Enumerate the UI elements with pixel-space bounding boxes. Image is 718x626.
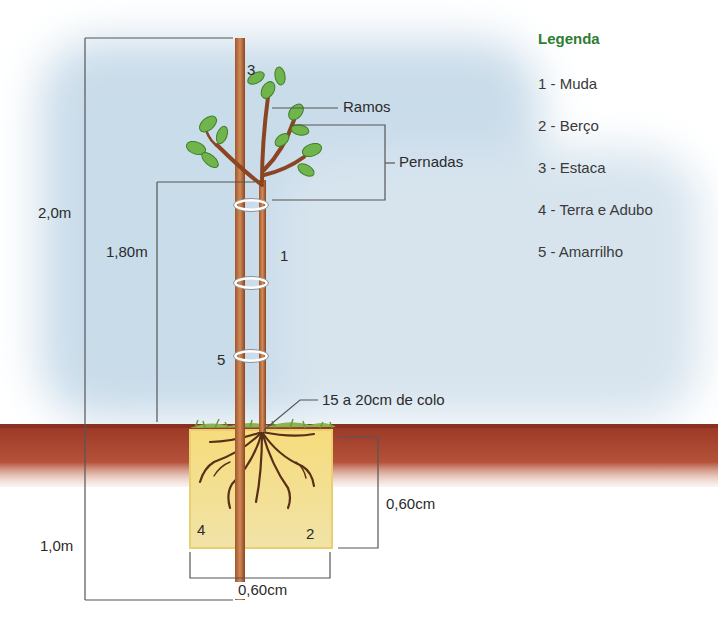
legend-entry: 5 - Amarrilho — [538, 244, 623, 261]
dimension-label: 0,60cm — [235, 582, 290, 599]
seedling-trunk — [259, 180, 266, 432]
part-label: Ramos — [343, 99, 391, 116]
tie-edges — [234, 199, 269, 363]
dimension-lines — [85, 38, 395, 600]
callout-number: 5 — [217, 352, 225, 369]
planting-hole — [190, 430, 332, 548]
legend-entry: 3 - Estaca — [538, 160, 606, 177]
soil-surface — [0, 424, 718, 428]
callout-number: 3 — [247, 62, 255, 79]
legend-title: Legenda — [538, 31, 600, 48]
callout-number: 4 — [197, 522, 205, 539]
part-label: Pernadas — [399, 154, 463, 171]
callout-number: 1 — [280, 248, 288, 265]
roots — [200, 432, 314, 508]
branches — [206, 97, 304, 185]
legend-entry: 1 - Muda — [538, 76, 597, 93]
stake — [235, 38, 245, 600]
legend-entry: 2 - Berço — [538, 118, 599, 135]
ties — [235, 200, 267, 361]
leaves — [185, 66, 324, 179]
legend-entry: 4 - Terra e Adubo — [538, 202, 653, 219]
callout-number: 2 — [306, 526, 314, 543]
dimension-label: 1,0m — [40, 538, 73, 555]
dimension-label: 1,80m — [106, 244, 148, 261]
dimension-label: 0,60cm — [386, 496, 435, 513]
soil — [0, 425, 718, 487]
note-label: 15 a 20cm de colo — [322, 392, 445, 409]
sky — [40, 40, 700, 420]
dimension-label: 2,0m — [38, 205, 71, 222]
